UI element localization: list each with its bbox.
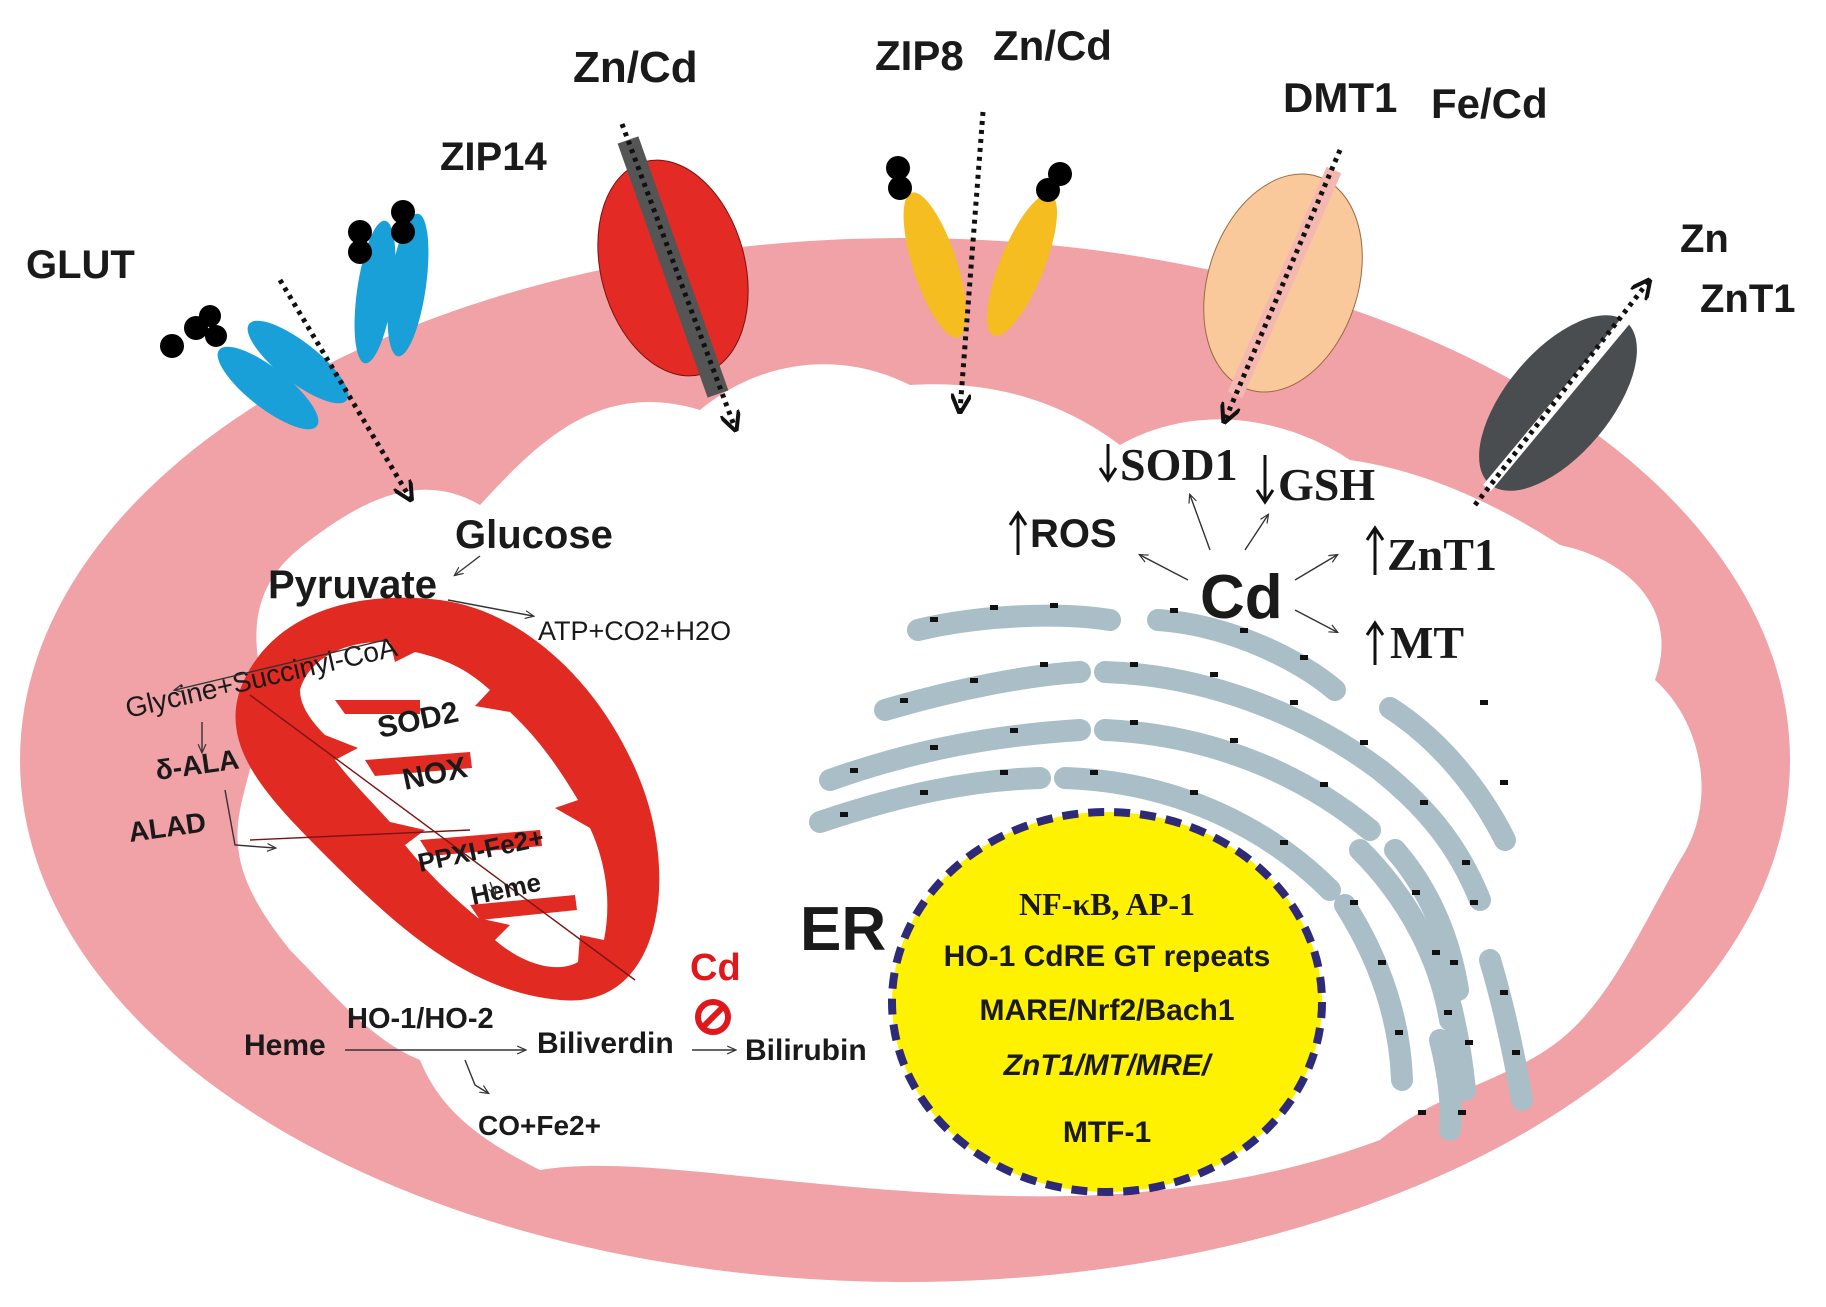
cd-inhibitor-label: Cd [690, 947, 741, 989]
zip8-ligand [1036, 178, 1060, 202]
glut-ligand [391, 220, 415, 244]
er-sheet [1479, 949, 1533, 1111]
cd-center-label: Cd [1200, 563, 1283, 632]
er-sheet [1334, 894, 1413, 1091]
nucleus-line-1: NF-κB, AP-1 [1019, 886, 1195, 922]
sod1-label: SOD1 [1120, 439, 1238, 490]
glucose-label: Glucose [455, 513, 613, 557]
ros-label: ROS [1030, 512, 1117, 556]
glut-subunit [247, 320, 349, 404]
pyruvate-to-atp-arrow [447, 599, 533, 616]
pyruvate-label: Pyruvate [268, 563, 437, 607]
mitochondrion-matrix [300, 641, 608, 968]
glut-transporter [160, 200, 429, 498]
zip8-ions-label: Zn/Cd [993, 22, 1112, 69]
dmt1-ions-label: Fe/Cd [1431, 80, 1548, 127]
nucleus-line-2: HO-1 CdRE GT repeats [944, 940, 1271, 973]
er-sheet [1429, 1029, 1462, 1141]
dmt1-label: DMT1 [1283, 74, 1397, 121]
zip14-channel [617, 136, 729, 398]
glut-flux-arrow [277, 278, 410, 498]
zip14-label: ZIP14 [440, 135, 547, 179]
znt1-flux-arrow [1473, 282, 1648, 507]
ribosomes [840, 603, 1520, 1115]
endoplasmic-reticulum [809, 604, 1533, 1141]
zip14-ions-label: Zn/Cd [573, 43, 698, 92]
nucleus-line-3: MARE/Nrf2/Bach1 [979, 994, 1234, 1027]
zip14-flux-arrow [619, 123, 735, 428]
mt-label: MT [1390, 617, 1464, 668]
mitochondrion-crista [365, 752, 472, 776]
increase-icon [1365, 525, 1385, 575]
er-sheet [874, 661, 1091, 721]
glut-label: GLUT [26, 243, 135, 287]
er-sheet [1094, 719, 1381, 841]
increase-icon [1365, 620, 1385, 665]
glut-ligand [199, 305, 221, 327]
nucleus-line-5: MTF-1 [1063, 1116, 1151, 1149]
zip8-transporter [886, 111, 1072, 410]
zip8-ligand [886, 156, 910, 180]
glucose-to-pyruvate-arrow [455, 555, 481, 575]
znt1-transporter [1473, 282, 1666, 507]
decrease-icon [1255, 455, 1275, 505]
heme-label: Heme [244, 1029, 326, 1062]
znt1-effect-label: ZnT1 [1387, 529, 1497, 580]
dmt1-flux-arrow [1225, 149, 1343, 420]
er-sheet [907, 604, 1121, 641]
ala-to-ppxi-arrow [224, 789, 275, 848]
er-sheet [809, 767, 1051, 833]
znt1-transporter-label: ZnT1 [1700, 277, 1796, 321]
mitochondrion-crista [470, 895, 577, 920]
co-fe-label: CO+Fe2+ [478, 1110, 601, 1141]
decrease-icon [1098, 444, 1118, 483]
inhibition-icon [695, 999, 731, 1035]
biliverdin-label: Biliverdin [537, 1027, 674, 1060]
zip8-subunit [903, 192, 967, 338]
increase-icon [1008, 510, 1028, 555]
bilirubin-label: Bilirubin [745, 1034, 867, 1067]
mitochondrion-crista [420, 830, 542, 856]
er-sheet [1419, 934, 1476, 1101]
zn-efflux-label: Zn [1680, 217, 1729, 261]
mitochondrion-crista [335, 700, 420, 714]
zip8-label: ZIP8 [875, 32, 964, 79]
nucleus [888, 808, 1326, 1196]
nucleus-line-4: ZnT1/MT/MRE/ [1003, 1049, 1213, 1082]
glut-ligand [205, 325, 227, 347]
glut-subunit [217, 346, 319, 430]
nuclear-envelope [888, 808, 1326, 1196]
er-sheet [1384, 839, 1469, 1001]
glut-ligand [348, 220, 372, 244]
ho-to-co-arrow [464, 1059, 488, 1093]
pyruvate-to-glycine-arrow [175, 639, 386, 690]
cd-effect-arrows [1140, 495, 1337, 632]
ppxi-to-heme-arrow [490, 881, 495, 895]
ho-enzyme-label: HO-1/HO-2 [347, 1003, 494, 1035]
gsh-label: GSH [1278, 459, 1375, 510]
mitochondrion-fold-line [249, 694, 636, 981]
zip8-ligand [888, 176, 912, 200]
nucleus-body [892, 812, 1322, 1192]
er-sheet [819, 719, 1091, 791]
mitochondrion-fold-line [249, 829, 471, 841]
er-sheet [1379, 697, 1516, 851]
er-sheet [1054, 767, 1341, 901]
zip8-subunit [986, 194, 1058, 336]
er-label: ER [800, 895, 886, 964]
dmt1-transporter [1203, 149, 1363, 420]
glut-ligand [160, 334, 184, 358]
glut-ligand [391, 200, 415, 224]
glut-subunit [387, 213, 429, 357]
glut-ligand [348, 240, 372, 264]
mitochondrion [235, 597, 660, 1001]
er-sheet [1147, 609, 1346, 701]
zip14-transporter [597, 123, 749, 428]
atp-label: ATP+CO2+H2O [538, 616, 731, 646]
er-sheet [1094, 661, 1491, 911]
